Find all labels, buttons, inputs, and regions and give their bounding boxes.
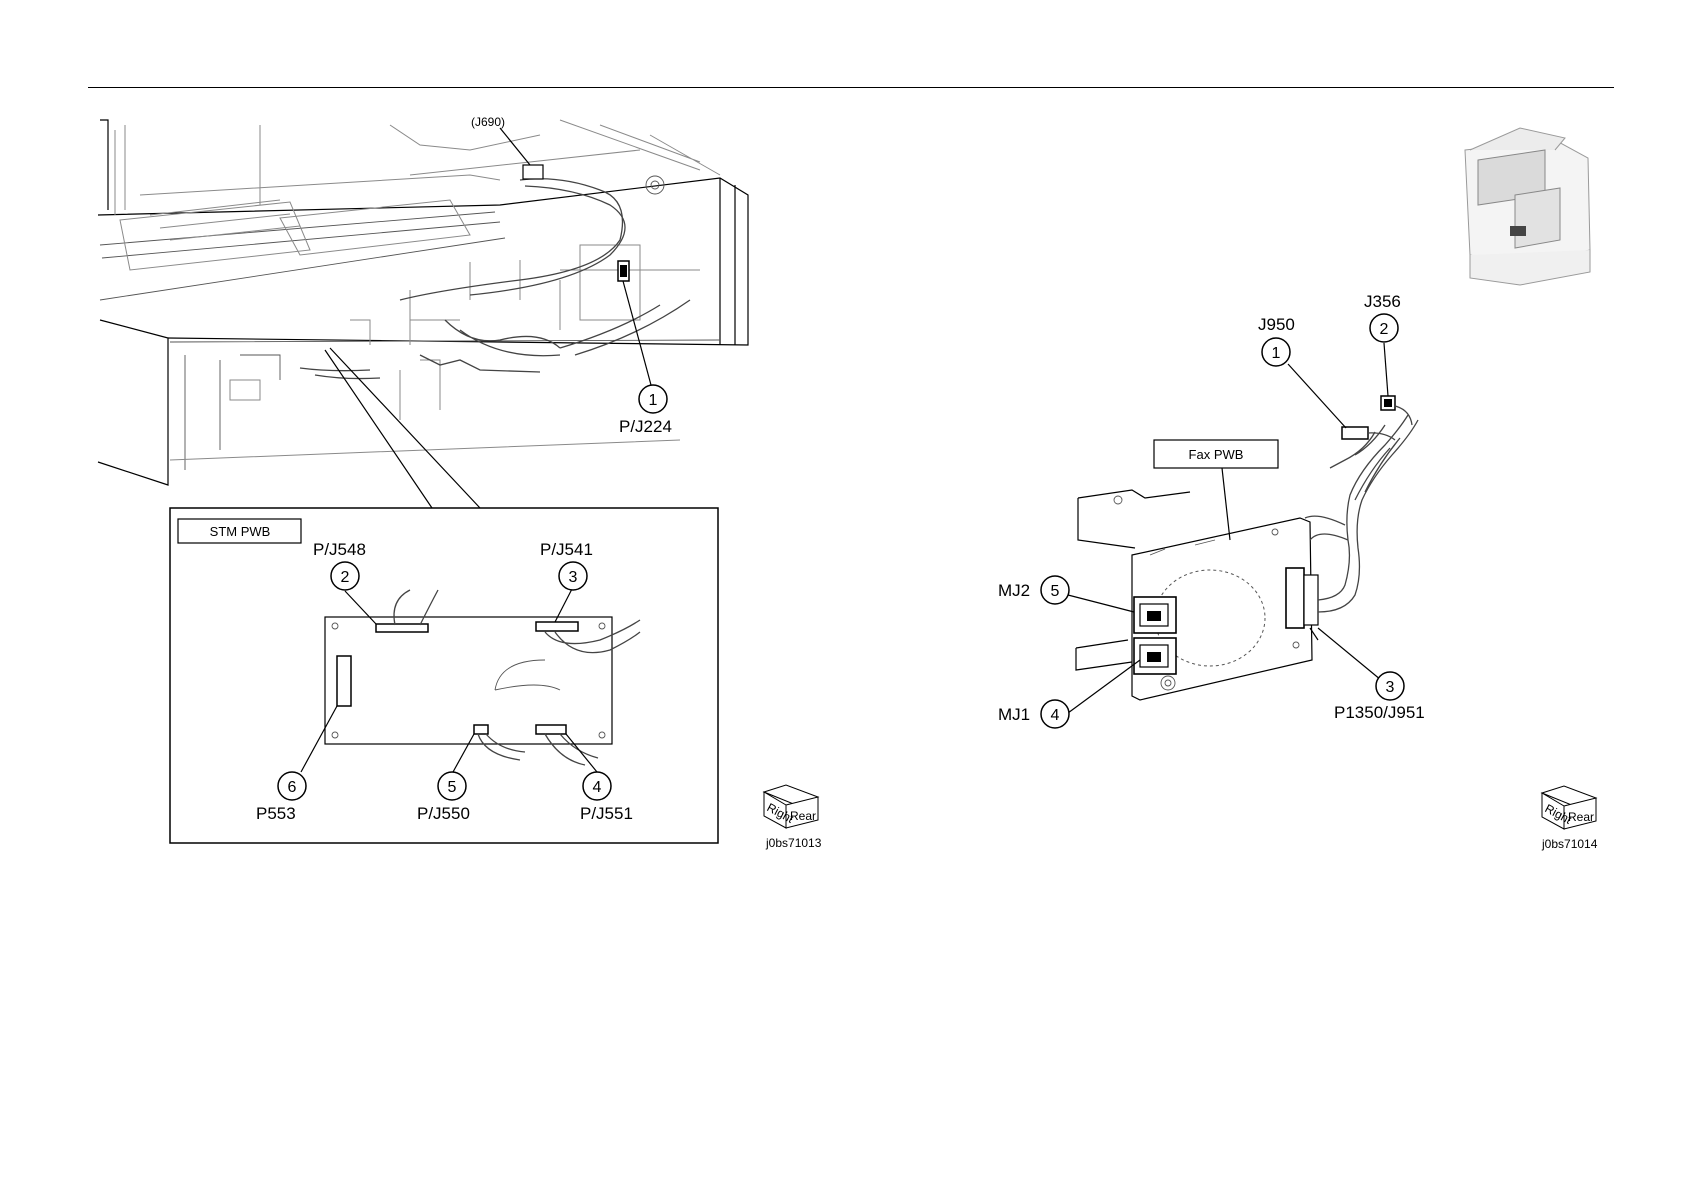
callout-number: 2 <box>341 569 350 586</box>
callout-number: 4 <box>1051 707 1060 724</box>
leader-j356 <box>1384 343 1388 396</box>
j356-label: J356 <box>1364 292 1401 311</box>
leader-j950 <box>1288 364 1346 428</box>
mj2-label: MJ2 <box>998 581 1030 600</box>
callout-j356: 2 J356 <box>1364 292 1401 342</box>
orientation-face-rear: Rear <box>790 809 816 823</box>
callout-mj1: 4 MJ1 <box>998 700 1069 728</box>
stm-pwb-title: STM PWB <box>210 524 271 539</box>
p1350-j951-label: P1350/J951 <box>1334 703 1425 722</box>
orientation-cube-right: Right Rear <box>1542 786 1596 829</box>
left-machine-illustration <box>98 120 748 508</box>
pj224-label: P/J224 <box>619 417 672 436</box>
callout-number: 5 <box>448 779 457 796</box>
pj548-label: P/J548 <box>313 540 366 559</box>
orientation-face-rear: Rear <box>1568 810 1594 824</box>
callout-pj224: 1 P/J224 <box>619 385 672 436</box>
image-code-right: j0bs71014 <box>1541 837 1598 851</box>
pj551-label: P/J551 <box>580 804 633 823</box>
callout-number: 1 <box>649 392 658 409</box>
pj550-label: P/J550 <box>417 804 470 823</box>
mj1-label: MJ1 <box>998 705 1030 724</box>
callout-number: 2 <box>1380 321 1389 338</box>
callout-p1350-j951: 3 P1350/J951 <box>1334 672 1425 722</box>
j690-label: (J690) <box>471 115 505 129</box>
callout-number: 4 <box>593 779 602 796</box>
j950-label: J950 <box>1258 315 1295 334</box>
machine-thumbnail <box>1465 128 1590 285</box>
callout-number: 6 <box>288 779 297 796</box>
orientation-cube-left: Right Rear <box>764 785 818 828</box>
image-code-left: j0bs71013 <box>765 836 822 850</box>
callout-number: 1 <box>1272 345 1281 362</box>
callout-number: 5 <box>1051 583 1060 600</box>
leader-mj1 <box>1068 660 1140 713</box>
leader-mj2 <box>1068 595 1134 612</box>
fax-pwb-title: Fax PWB <box>1189 447 1244 462</box>
callout-number: 3 <box>1386 679 1395 696</box>
leader-p1350 <box>1318 628 1381 680</box>
pj541-label: P/J541 <box>540 540 593 559</box>
callout-number: 3 <box>569 569 578 586</box>
callout-mj2: 5 MJ2 <box>998 576 1069 604</box>
fax-pwb-leader <box>1222 468 1230 540</box>
callout-j950: 1 J950 <box>1258 315 1295 366</box>
p553-label: P553 <box>256 804 296 823</box>
